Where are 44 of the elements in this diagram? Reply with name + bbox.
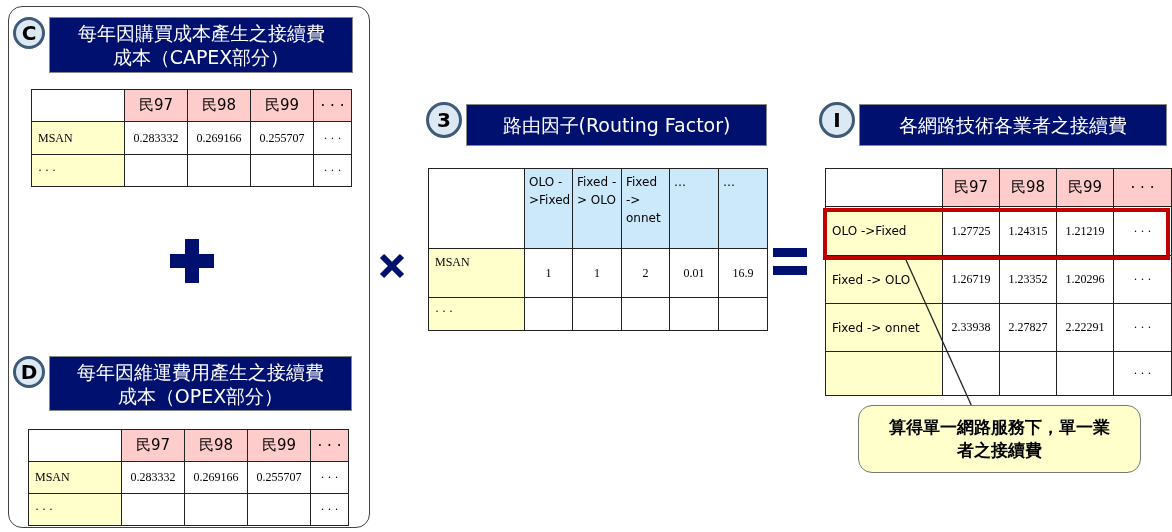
- row-label: · · ·: [31, 154, 125, 187]
- row-label: OLO ->Fixed: [825, 206, 943, 256]
- banner-title: 每年因維運費用產生之接續費成本（OPEX部分）: [76, 359, 325, 408]
- value-cell: · · ·: [313, 154, 352, 187]
- callout-bubble: 算得單一網路服務下，單一業者之接續費: [858, 405, 1141, 473]
- step-badge: D: [13, 356, 45, 388]
- title-banner: [466, 104, 767, 146]
- header-cell: 民97: [124, 89, 188, 122]
- header-cell: Fixed -> onnet: [621, 168, 670, 249]
- header-cell: …: [669, 168, 719, 249]
- header-cell: 民99: [250, 89, 314, 122]
- row-label: · · ·: [428, 297, 525, 331]
- header-cell: 民98: [187, 89, 251, 122]
- value-cell: · · ·: [1113, 351, 1172, 396]
- header-cell: 民99: [247, 429, 311, 462]
- value-cell: · · ·: [310, 493, 349, 526]
- header-cell: 民97: [121, 429, 185, 462]
- header-cell: 民98: [184, 429, 248, 462]
- highlight-frame: [823, 208, 1170, 260]
- banner-title: 路由因子(Routing Factor): [501, 113, 732, 137]
- title-banner: [859, 104, 1167, 146]
- header-cell: · · ·: [310, 429, 349, 462]
- header-cell: 民98: [999, 168, 1057, 207]
- header-cell: · · ·: [313, 89, 352, 122]
- step-badge: I: [819, 102, 855, 138]
- row-label: MSAN: [31, 121, 125, 155]
- step-badge: C: [13, 17, 45, 49]
- title-banner: [49, 17, 353, 73]
- header-cell: 民99: [1056, 168, 1114, 207]
- header-cell: …: [718, 168, 768, 249]
- step-badge: 3: [426, 102, 462, 138]
- frame-box: [8, 6, 370, 528]
- row-label: Fixed -> onnet: [825, 303, 943, 352]
- banner-title: 每年因購買成本產生之接續費成本（CAPEX部分）: [76, 21, 326, 69]
- banner-title: 各網路技術各業者之接續費: [898, 113, 1128, 137]
- row-label: MSAN: [28, 461, 122, 494]
- header-cell: · · ·: [1113, 168, 1172, 207]
- row-label: MSAN: [428, 248, 525, 298]
- header-cell: OLO ->Fixed: [524, 168, 573, 249]
- header-cell: Fixed -> OLO: [572, 168, 622, 249]
- header-cell: 民97: [942, 168, 1000, 207]
- row-label: · · ·: [28, 493, 122, 526]
- title-banner: [49, 356, 352, 411]
- leader-line: [905, 259, 972, 406]
